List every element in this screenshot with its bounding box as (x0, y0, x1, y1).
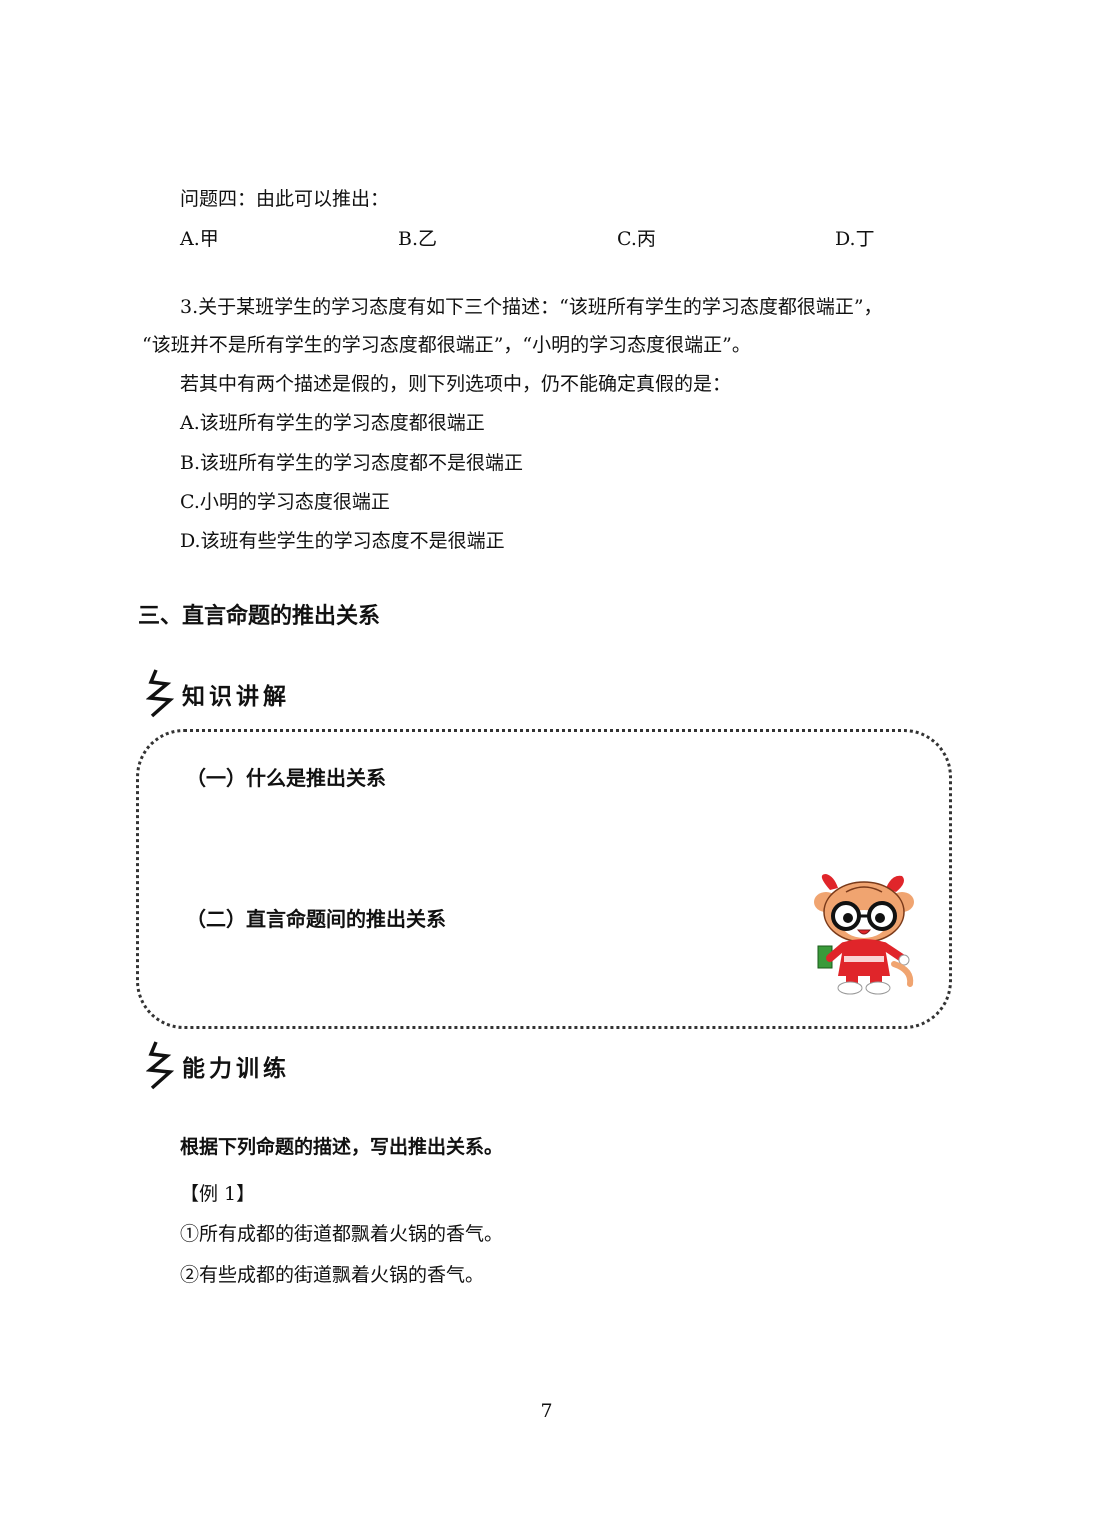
q3-option-c: C.小明的学习态度很端正 (180, 491, 390, 513)
knowledge-box (136, 729, 952, 1029)
example-item-2: ②有些成都的街道飘着火锅的香气。 (180, 1264, 485, 1286)
question-4-stem: 问题四：由此可以推出： (180, 188, 390, 210)
training-instruction: 根据下列命题的描述，写出推出关系。 (180, 1136, 504, 1158)
question-3-line-3: 若其中有两个描述是假的，则下列选项中，仍不能确定真假的是： (180, 373, 732, 395)
q3-option-b: B.该班所有学生的学习态度都不是很端正 (180, 452, 524, 474)
example-label: 【例 1】 (180, 1183, 256, 1205)
question-3-line-1: 3.关于某班学生的学习态度有如下三个描述：“该班所有学生的学习态度都很端正”， (180, 296, 883, 318)
q4-option-c: C.丙 (617, 228, 656, 250)
training-banner: 能力训练 (146, 1040, 290, 1092)
q3-option-a: A.该班所有学生的学习态度都很端正 (180, 412, 485, 434)
knowledge-banner: 知识讲解 (146, 668, 290, 720)
q4-option-d: D.丁 (835, 228, 875, 250)
q3-option-d: D.该班有些学生的学习态度不是很端正 (180, 530, 505, 552)
example-item-1: ①所有成都的街道都飘着火锅的香气。 (180, 1223, 504, 1245)
zigzag-icon (146, 1041, 175, 1090)
zigzag-icon (146, 669, 175, 718)
page-number: 7 (540, 1400, 553, 1422)
knowledge-heading: 知识讲解 (182, 684, 290, 710)
question-3-line-2: “该班并不是所有学生的学习态度都很端正”，“小明的学习态度很端正”。 (142, 334, 751, 356)
q4-option-a: A.甲 (180, 228, 219, 250)
training-heading: 能力训练 (182, 1056, 290, 1082)
q4-option-b: B.乙 (398, 228, 438, 250)
subsection-2-title: （二）直言命题间的推出关系 (186, 907, 446, 931)
mascot-icon (814, 874, 914, 995)
section-title: 三、直言命题的推出关系 (138, 604, 381, 629)
subsection-1-title: （一）什么是推出关系 (186, 766, 386, 790)
